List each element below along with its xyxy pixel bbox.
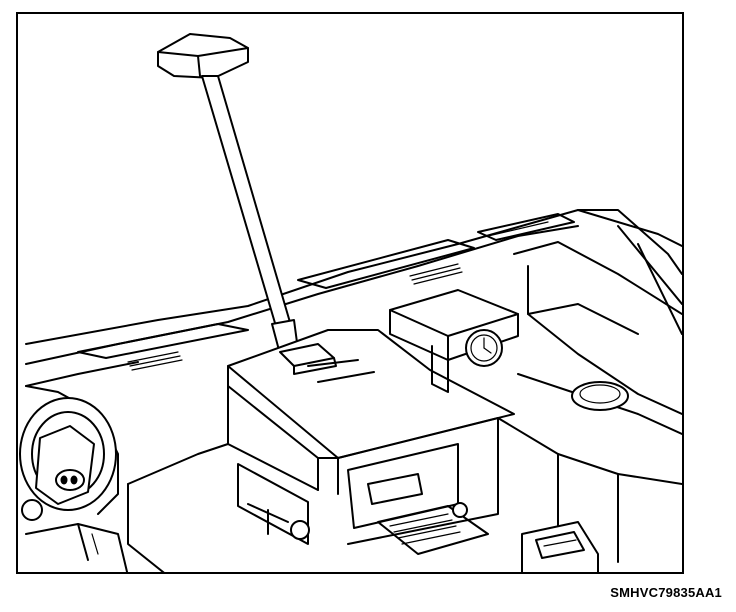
side-tray xyxy=(497,241,682,563)
line-drawing xyxy=(19,33,682,572)
figure-id-label: SMHVC79835AA1 xyxy=(610,585,722,600)
vent-slot-center xyxy=(297,239,475,289)
vent-slot-right xyxy=(477,213,575,241)
figure-frame xyxy=(16,12,684,574)
lower-left-panel xyxy=(25,443,229,572)
left-knob xyxy=(19,385,119,521)
vent-slot-left xyxy=(77,323,249,371)
console-front xyxy=(227,385,499,555)
screwdriver xyxy=(157,33,299,355)
switch-bezel xyxy=(521,521,599,572)
clock-bracket xyxy=(389,289,519,393)
console-top-plate xyxy=(227,329,515,495)
